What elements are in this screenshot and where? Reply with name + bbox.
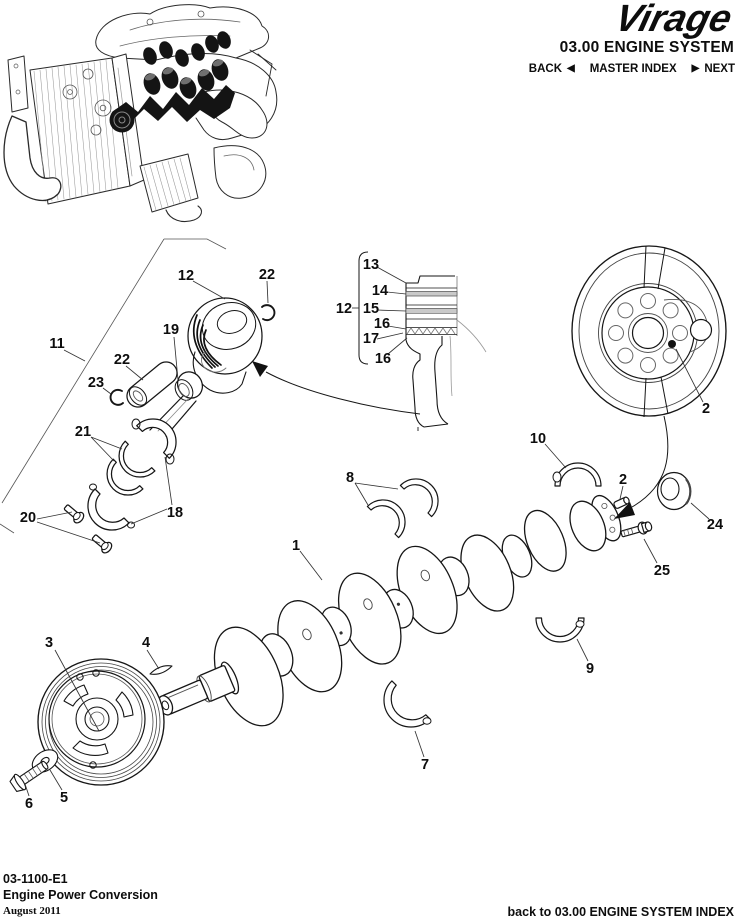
callout-ring-17: 17	[363, 331, 379, 347]
callout-key: 4	[142, 635, 150, 651]
back-to-index-link[interactable]: back to 03.00 ENGINE SYSTEM INDEX	[507, 905, 734, 919]
callout-rod-bearings: 21	[75, 424, 91, 440]
callout-bearing-9: 9	[586, 661, 594, 677]
callout-assembly: 11	[49, 336, 64, 352]
crankshaft-pulley	[37, 658, 165, 786]
nav-back[interactable]: BACK ◀	[529, 63, 575, 75]
callout-washer: 5	[60, 790, 68, 806]
woodruff-key	[149, 665, 173, 675]
callout-ring-14: 14	[372, 283, 388, 299]
flywheel	[571, 245, 727, 418]
callout-rod-cap: 18	[167, 505, 183, 521]
brand-logo: Virage	[611, 0, 737, 40]
callout-pulley-bolt: 6	[25, 796, 33, 812]
callout-flywheel-dowel: 2	[702, 401, 710, 417]
callout-bearing-7: 7	[421, 757, 429, 773]
callout-ring-16-upper: 16	[374, 316, 390, 332]
document-number: 03-1100-E1	[3, 872, 68, 886]
callout-thrust-bearing: 10	[530, 431, 546, 447]
circlip-lower	[109, 388, 124, 406]
callout-labels: 1 2 2 3 4 5 6 7 8 9 10 11 12 12 13 14 15…	[20, 257, 723, 812]
callout-ring-set: 12	[336, 301, 352, 317]
callout-ring-15: 15	[363, 301, 379, 317]
callout-small-end: 19	[163, 322, 179, 338]
nav-back-label: BACK	[528, 63, 563, 75]
header-nav: BACK ◀ MASTER INDEX ▶ NEXT	[529, 63, 735, 75]
nav-master-index[interactable]: MASTER INDEX	[590, 63, 677, 75]
crankshaft-dowel-pin	[613, 496, 630, 509]
zoom-boundary-lines	[0, 238, 227, 534]
engine-overview-illustration	[3, 4, 278, 223]
document-title: Engine Power Conversion	[3, 887, 158, 902]
callout-ring-13: 13	[363, 257, 379, 273]
flywheel-bolt	[620, 521, 653, 538]
callout-pulley: 3	[45, 635, 53, 651]
conrod-bolt	[91, 534, 113, 554]
flywheel-dowel	[668, 340, 676, 348]
pulley-fasteners	[9, 665, 173, 792]
callout-ring-16-lower: 16	[375, 351, 391, 367]
conrod-bolt	[63, 504, 85, 524]
callout-bearing-8: 8	[346, 470, 354, 486]
footer-document-info: 03-1100-E1 Engine Power Conversion Augus…	[3, 872, 158, 920]
main-bearing-shells	[366, 462, 602, 728]
small-parts	[613, 471, 692, 538]
callout-rear-seal: 24	[707, 517, 723, 533]
arrowhead-crank-rear	[614, 502, 635, 519]
callout-flywheel-bolt: 25	[654, 563, 670, 579]
next-arrow-icon: ▶	[691, 63, 700, 74]
callout-piston: 12	[178, 268, 194, 284]
callout-rod-bolts: 20	[20, 510, 36, 526]
nav-next-label: NEXT	[704, 63, 735, 75]
crankshaft	[157, 494, 622, 727]
nav-master-index-label: MASTER INDEX	[589, 63, 677, 75]
circlip-upper	[261, 304, 276, 322]
piston-conrod-assembly	[63, 297, 276, 554]
section-title: 03.00 ENGINE SYSTEM	[559, 39, 734, 56]
callout-crankshaft-dowel: 2	[619, 472, 627, 488]
nav-next[interactable]: ▶ NEXT	[692, 63, 735, 75]
arrowhead-piston	[252, 361, 268, 377]
callout-circlip-upper: 22	[259, 267, 275, 283]
pulley-bolt	[9, 760, 49, 792]
callout-circlip-lower: 23	[88, 375, 104, 391]
back-arrow-icon: ◀	[567, 63, 575, 74]
assembly-arrows	[252, 361, 669, 519]
gudgeon-pin	[126, 361, 178, 408]
leader-lines	[24, 266, 710, 797]
callout-gudgeon-pin: 22	[114, 352, 130, 368]
callout-crankshaft: 1	[292, 538, 300, 554]
issue-date: August 2011	[3, 905, 61, 917]
